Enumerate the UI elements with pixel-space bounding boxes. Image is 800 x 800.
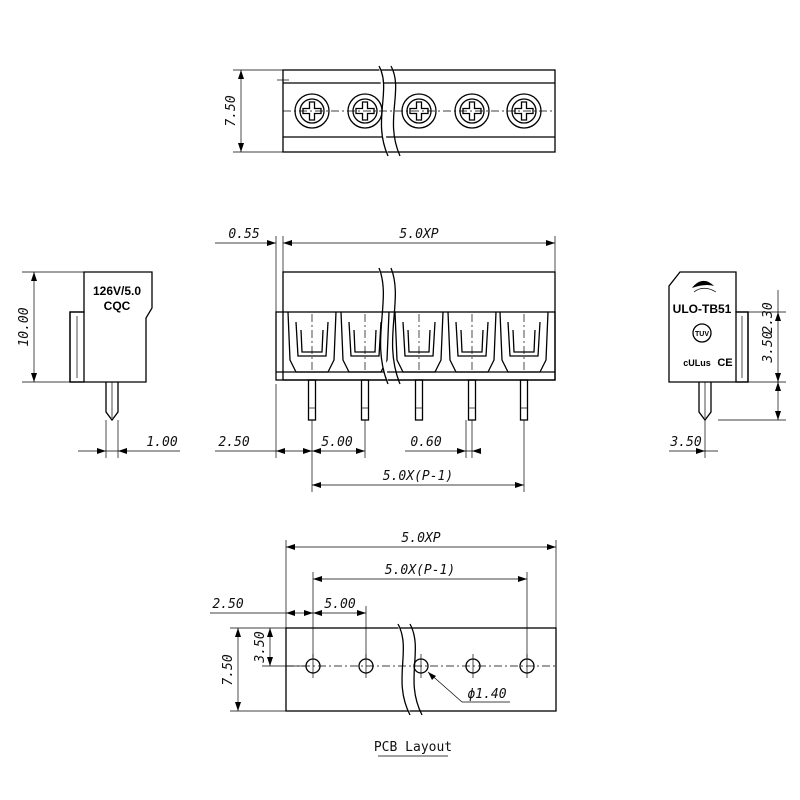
screw-heads: [294, 93, 542, 129]
right-model-label: ULO-TB51: [673, 302, 732, 316]
left-side-view: 126V/5.0 CQC 10.00 1.00: [17, 271, 180, 458]
pins: [307, 379, 529, 421]
clamp-cavities: [287, 311, 549, 373]
front-edge-dim: 2.50: [218, 435, 249, 450]
ce-mark-icon: CE: [717, 357, 732, 369]
pcb-holes: [305, 654, 535, 678]
front-gap-dim: 0.55: [228, 227, 259, 242]
pcb-pitch-dim: 5.00: [324, 597, 355, 612]
front-pin-dim: 0.60: [410, 435, 441, 450]
pcb-span-dim: 5.0X(P-1): [385, 563, 455, 578]
svg-text:cULus: cULus: [683, 358, 711, 368]
top-view: 7.50: [224, 65, 556, 157]
left-height-dim: 10.00: [17, 307, 32, 346]
svg-text:TUV: TUV: [695, 331, 709, 338]
front-span-dim: 5.0X(P-1): [383, 469, 453, 484]
tuv-mark-icon: TUV: [692, 323, 712, 343]
right-width-dim: 3.50: [669, 435, 701, 450]
ul-mark-icon: cULus: [683, 358, 711, 368]
brand-logo-icon: [692, 280, 717, 293]
pcb-half-height-dim: 3.50: [253, 631, 268, 663]
front-width-dim: 5.0XP: [399, 227, 438, 242]
pcb-height-dim: 7.50: [221, 654, 236, 685]
pcb-layout-caption: PCB Layout: [374, 740, 452, 755]
front-view: 0.55 5.0XP 2.50 5.00 0.60 5.0X(P-1): [215, 227, 556, 492]
right-dim-a: 3.50: [761, 331, 776, 363]
left-pin-dim: 1.00: [146, 435, 177, 450]
pcb-hole-dim: ϕ1.40: [467, 687, 506, 702]
pcb-layout-view: 5.0XP 5.0X(P-1) 2.50 5.00 3.50 7.50 ϕ1.4…: [210, 531, 557, 757]
left-rating-line1: 126V/5.0: [93, 284, 141, 298]
left-rating-line2: CQC: [104, 299, 131, 313]
pcb-width-dim: 5.0XP: [401, 531, 440, 546]
right-dim-b: 2.30: [761, 302, 776, 333]
top-height-dim: 7.50: [224, 95, 239, 126]
pcb-edge-dim: 2.50: [212, 597, 243, 612]
svg-text:CE: CE: [717, 357, 732, 369]
front-pitch-dim: 5.00: [321, 435, 352, 450]
right-side-view: ULO-TB51 TUV cULus CE 3.50 2.30 3.50: [668, 271, 786, 458]
